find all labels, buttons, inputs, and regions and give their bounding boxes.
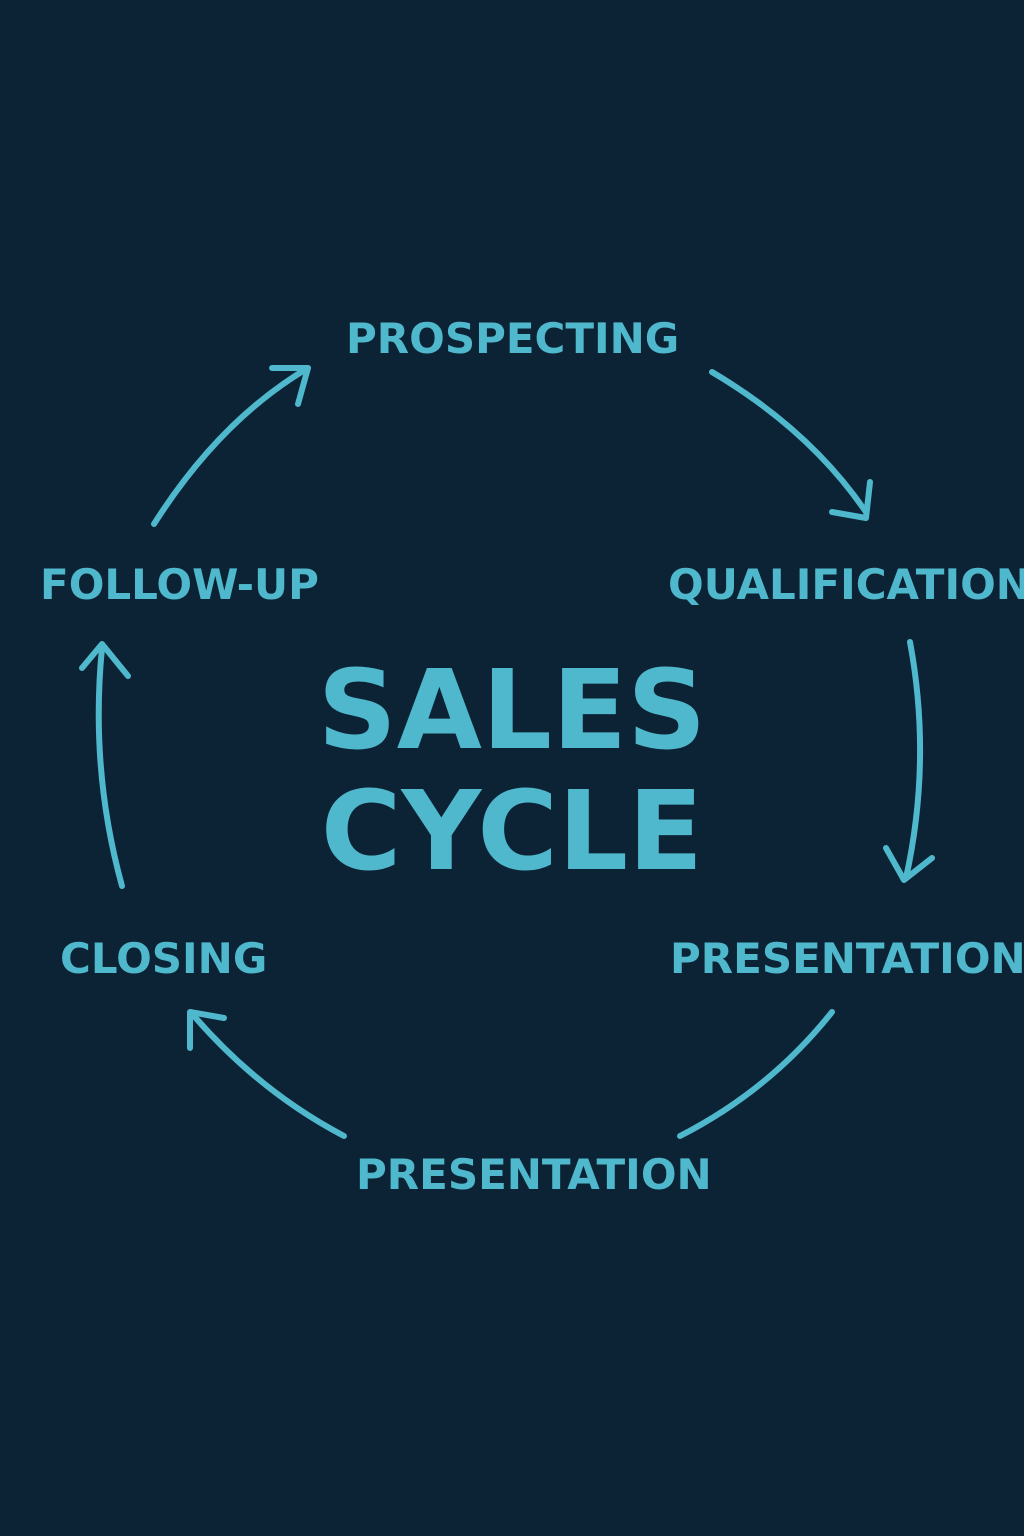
center-title-line-2: CYCLE (320, 767, 704, 895)
arrow-follow-up-to-prospecting-shaft (151, 365, 311, 527)
stage-label-qualification: QUALIFICATION (668, 560, 1024, 609)
arrow-closing-to-follow-up-shaft (95, 645, 125, 889)
arrow-presentation-to-closing-head (187, 1009, 227, 1051)
arrow-closing-to-follow-up-head (79, 641, 131, 679)
arrow-presentation-to-presentation (677, 1009, 835, 1139)
center-title: SALES CYCLE (312, 650, 712, 892)
stage-label-presentation-bottom: PRESENTATION (356, 1150, 712, 1199)
arrow-prospecting-to-qualification-shaft (709, 369, 869, 515)
center-title-line-1: SALES (317, 646, 707, 774)
arrow-qualification-to-presentation-head (883, 845, 935, 883)
arrow-qualification-to-presentation (883, 639, 935, 883)
stage-label-closing: CLOSING (60, 934, 268, 983)
arrow-prospecting-to-qualification-head (829, 479, 873, 521)
stage-label-follow-up: FOLLOW-UP (40, 560, 319, 609)
arrow-presentation-to-presentation-shaft (677, 1009, 835, 1139)
stage-label-prospecting: PROSPECTING (346, 314, 680, 363)
arrow-follow-up-to-prospecting-head (269, 365, 311, 407)
arrow-presentation-to-closing-shaft (191, 1013, 347, 1139)
arrow-presentation-to-closing (187, 1009, 347, 1139)
arrow-qualification-to-presentation-shaft (903, 639, 924, 881)
arrow-closing-to-follow-up (79, 641, 131, 889)
stage-label-presentation-right: PRESENTATION (670, 934, 1024, 983)
arrow-prospecting-to-qualification (709, 369, 873, 521)
arrow-follow-up-to-prospecting (151, 365, 311, 527)
